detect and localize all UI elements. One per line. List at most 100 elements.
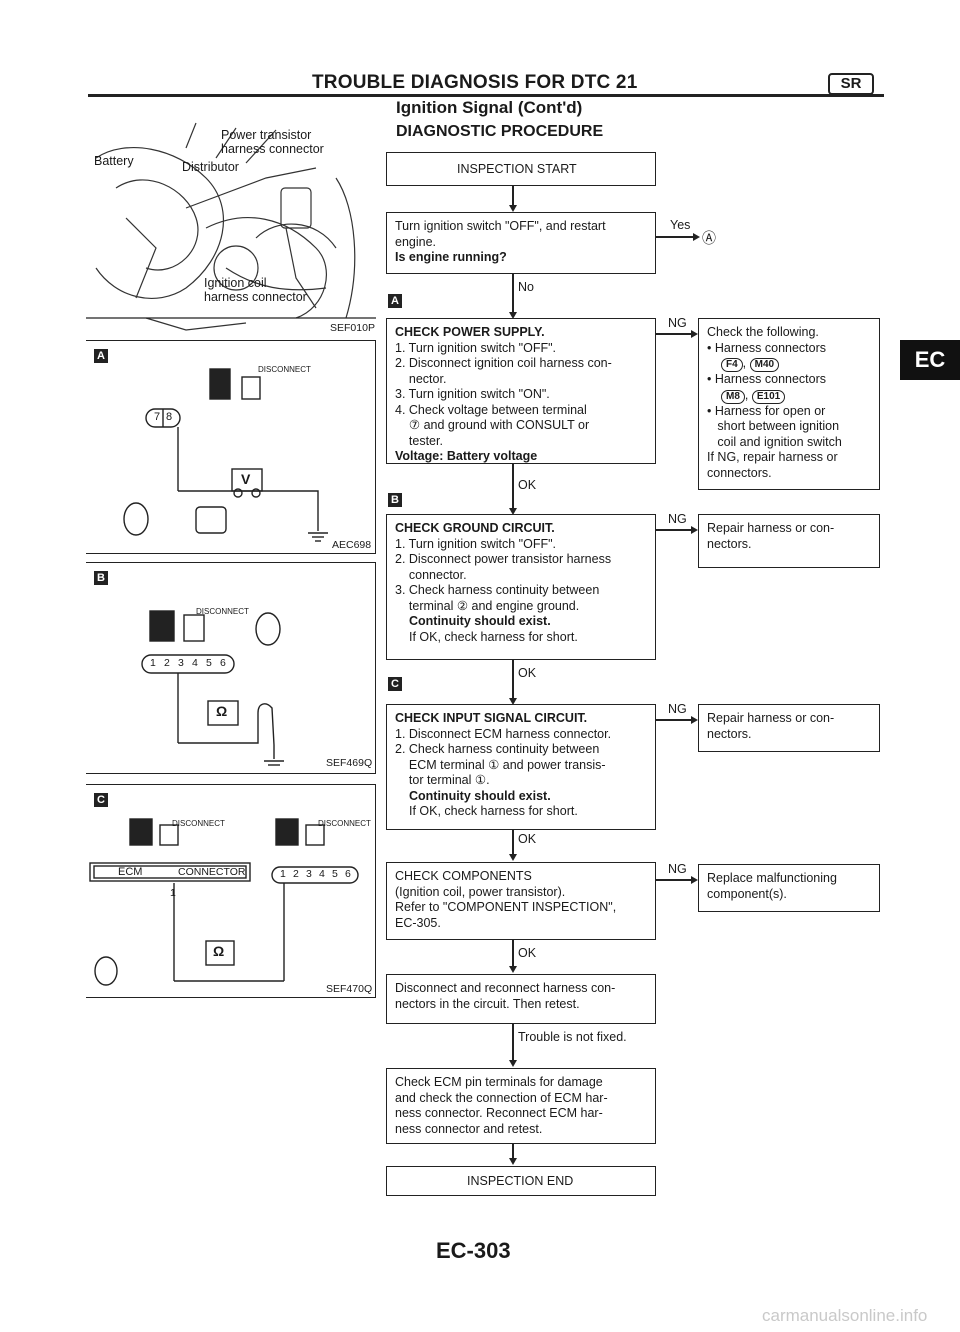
step-a-box: CHECK POWER SUPPLY. 1. Turn ignition swi… <box>386 318 656 464</box>
step-a-line-3: nector. <box>395 371 447 386</box>
inspection-start-box: INSPECTION START <box>386 152 656 186</box>
step-f-line-3: ness connector. Reconnect ECM har- <box>395 1106 603 1120</box>
step-b-result: Continuity should exist. <box>409 614 551 628</box>
connector-line <box>512 274 514 314</box>
ng-box-item-1: • Harness connectors <box>707 340 827 355</box>
step-mark-c: C <box>94 793 108 807</box>
header-rule <box>88 94 884 97</box>
arrow-down <box>509 854 517 861</box>
figure-c-panel: C DISCONNECT DISCONNECT ECM CONNECTOR 1 … <box>86 784 376 998</box>
figure-code: AEC698 <box>332 539 372 551</box>
disconnect-label: DISCONNECT <box>258 365 311 374</box>
connector-line <box>512 940 514 968</box>
terminal-3: 3 <box>306 868 312 880</box>
step-c-ng-box: Repair harness or con- nectors. <box>698 704 880 752</box>
engine-photo-panel: Power transistor harness connector Batte… <box>86 118 376 340</box>
sr-section-icon: SR <box>828 73 874 95</box>
terminal-8: 8 <box>166 411 173 423</box>
not-fixed-label: Trouble is not fixed. <box>518 1030 627 1044</box>
yes-label: Yes <box>670 218 691 232</box>
arrow-down <box>509 312 517 319</box>
step-b-line-4: 3. Check harness continuity between <box>395 583 600 597</box>
label-harness-connector-top: harness connector <box>221 142 324 156</box>
connector-tag: F4 <box>721 358 743 372</box>
ok-label: OK <box>518 832 537 846</box>
yes-target: Ⓐ <box>702 230 716 246</box>
disconnect-right-label: DISCONNECT <box>318 819 371 828</box>
step-b-box: CHECK GROUND CIRCUIT. 1. Turn ignition s… <box>386 514 656 660</box>
step-c-line-3: ECM terminal ① and power transis- <box>395 757 606 772</box>
step-c-line-4: tor terminal ①. <box>395 773 490 787</box>
flow-step-mark-a: A <box>388 294 402 308</box>
step-a-line-7: tester. <box>395 433 443 448</box>
arrow-down <box>509 1158 517 1165</box>
terminal-6: 6 <box>220 657 226 669</box>
ok-label: OK <box>518 946 537 960</box>
figure-code: SEF469Q <box>326 757 373 769</box>
inspection-end-box: INSPECTION END <box>386 1166 656 1196</box>
ng-label: NG <box>668 862 687 876</box>
procedure-heading: DIAGNOSTIC PROCEDURE <box>396 123 604 140</box>
ng-label: NG <box>668 316 687 330</box>
step-c-note: If OK, check harness for short. <box>409 804 578 818</box>
step-b-line-2: 2. Disconnect power transistor harness <box>395 552 612 566</box>
disconnect-label: DISCONNECT <box>196 607 249 616</box>
arrow-down <box>509 1060 517 1067</box>
step-c-line-2: 2. Check harness continuity between <box>395 742 600 756</box>
ng-box-line-1: Repair harness or con- <box>707 521 835 535</box>
step-b-line-3: connector. <box>395 567 467 582</box>
terminal-5: 5 <box>332 868 338 880</box>
step-c-heading: CHECK INPUT SIGNAL CIRCUIT. <box>395 711 588 725</box>
connector-line <box>512 1144 514 1160</box>
engine-illustration <box>86 122 376 331</box>
page-number: EC-303 <box>436 1238 511 1263</box>
figure-a-diagram <box>123 368 328 542</box>
terminal-3: 3 <box>178 657 184 669</box>
step-b-ng-box: Repair harness or con- nectors. <box>698 514 880 568</box>
connector-line <box>512 660 514 700</box>
step-a-line-4: 3. Turn ignition switch "ON". <box>395 387 550 401</box>
terminal-1: 1 <box>280 868 286 880</box>
arrow-down <box>509 205 517 212</box>
no-label: No <box>518 280 534 294</box>
step-b-line-5: terminal ② and engine ground. <box>395 598 580 613</box>
ng-label: NG <box>668 512 687 526</box>
ng-box-line-1: Replace malfunctioning <box>707 871 837 885</box>
figure-a-panel: A DISCONNECT 7 8 V AEC698 <box>86 340 376 554</box>
connector-line <box>512 830 514 856</box>
step-c-box: CHECK INPUT SIGNAL CIRCUIT. 1. Disconnec… <box>386 704 656 830</box>
arrow-down <box>509 698 517 705</box>
step-f-box: Check ECM pin terminals for damage and c… <box>386 1068 656 1144</box>
ng-line <box>656 529 692 531</box>
step-b-heading: CHECK GROUND CIRCUIT. <box>395 521 555 535</box>
arrow-down <box>509 966 517 973</box>
yes-line <box>656 236 694 238</box>
ecm-label: ECM <box>118 866 143 878</box>
meter-ohm: Ω <box>213 943 225 959</box>
step-e-line-1: Disconnect and reconnect harness con- <box>395 981 616 995</box>
ng-label: NG <box>668 702 687 716</box>
ng-box-line-2: component(s). <box>707 886 787 901</box>
step-f-line-1: Check ECM pin terminals for damage <box>395 1075 603 1089</box>
meter-v: V <box>241 471 251 487</box>
connector-line <box>512 186 514 206</box>
step-d-line-3: Refer to "COMPONENT INSPECTION", <box>395 900 617 914</box>
step-a-line-2: 2. Disconnect ignition coil harness con- <box>395 356 612 370</box>
arrow-right <box>691 330 698 338</box>
ng-box-item-2: • Harness connectors <box>707 372 827 386</box>
ecm-pin-1: 1 <box>170 887 176 899</box>
step-b-line-1: 1. Turn ignition switch "OFF". <box>395 536 557 551</box>
inspection-end-text: INSPECTION END <box>467 1174 574 1188</box>
terminal-6: 6 <box>345 868 351 880</box>
arrow-right <box>691 876 698 884</box>
figure-code: SEF470Q <box>326 983 373 995</box>
ng-box-item-5: coil and ignition switch <box>707 434 842 449</box>
connector-label: CONNECTOR <box>178 866 246 878</box>
ng-box-item-7: connectors. <box>707 465 772 480</box>
label-harness-connector-bottom: harness connector <box>204 290 307 304</box>
step-c-line-1: 1. Disconnect ECM harness connector. <box>395 726 612 741</box>
ng-line <box>656 879 692 881</box>
connector-line <box>512 1024 514 1062</box>
label-ignition-coil: Ignition coil <box>204 276 267 290</box>
figure-b-diagram <box>141 610 284 766</box>
